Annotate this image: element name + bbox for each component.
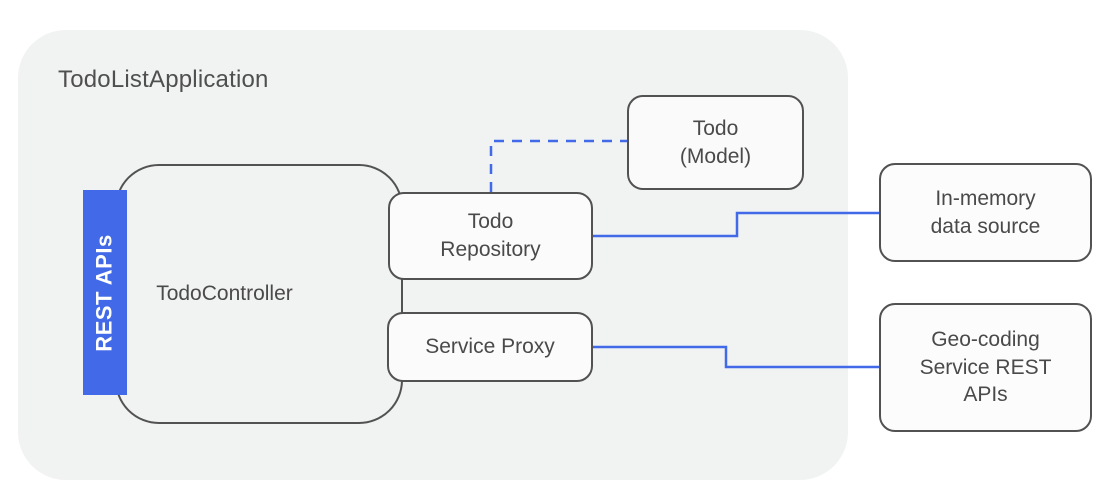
todo-controller-label-area: TodoController bbox=[117, 166, 332, 422]
service-proxy-label: Service Proxy bbox=[425, 335, 555, 359]
node-geocoding-service: Geo-coding Service REST APIs bbox=[879, 303, 1092, 432]
todo-controller-label: TodoController bbox=[156, 282, 293, 306]
edge-proxy-to-geocoding bbox=[593, 345, 879, 369]
node-todo-model: Todo (Model) bbox=[627, 95, 804, 190]
edge-repository-to-model bbox=[489, 139, 627, 192]
node-todo-repository: Todo Repository bbox=[388, 192, 593, 280]
edge-repository-to-inmemory bbox=[593, 211, 879, 238]
todo-model-label: Todo (Model) bbox=[679, 116, 752, 168]
node-rest-apis: REST APIs bbox=[83, 190, 127, 395]
todo-repository-label: Todo Repository bbox=[440, 210, 541, 261]
rest-apis-label: REST APIs bbox=[92, 233, 118, 352]
geocoding-label: Geo-coding Service REST APIs bbox=[919, 327, 1052, 407]
node-service-proxy: Service Proxy bbox=[387, 312, 593, 382]
node-in-memory-data-source: In-memory data source bbox=[879, 163, 1092, 262]
in-memory-label: In-memory data source bbox=[930, 186, 1041, 238]
node-todo-controller: TodoController bbox=[115, 164, 403, 424]
container-title: TodoListApplication bbox=[58, 66, 269, 93]
